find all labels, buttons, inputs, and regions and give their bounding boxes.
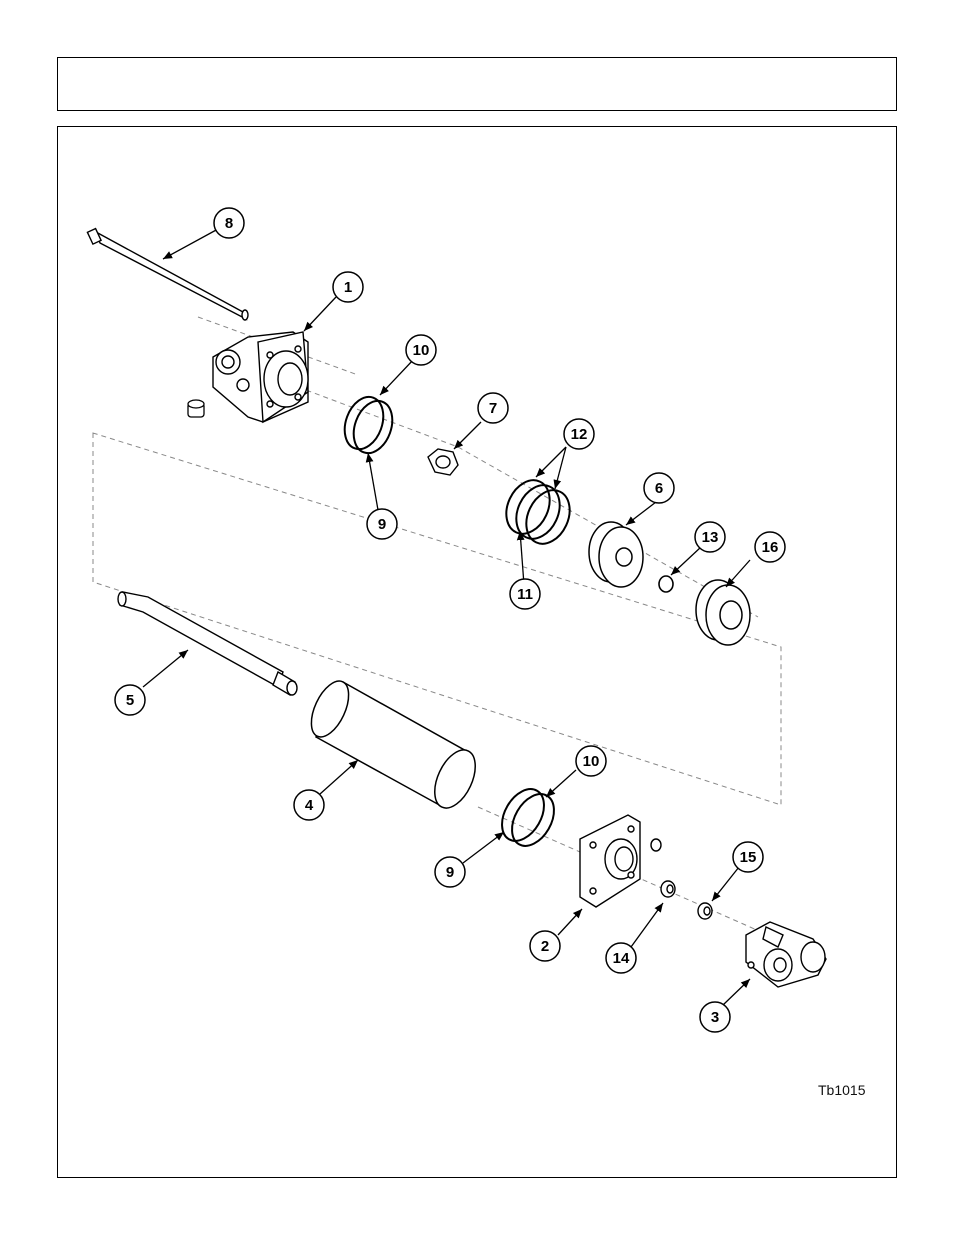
callout-9-upper: 9 <box>367 509 397 539</box>
header-box <box>57 57 897 111</box>
callout-label: 9 <box>446 864 454 881</box>
callout-10-upper: 10 <box>406 335 436 365</box>
callout-1: 1 <box>333 272 363 302</box>
exploded-cylinder-diagram: 8 1 10 9 7 12 11 6 13 16 5 4 <box>58 127 898 1179</box>
seal-ring-upper <box>338 391 399 458</box>
callout-3: 3 <box>700 1002 730 1032</box>
fitting-part <box>188 400 204 417</box>
o-ring-part <box>659 576 673 592</box>
callout-label: 14 <box>613 950 630 967</box>
clevis-part <box>746 922 826 987</box>
callout-13: 13 <box>695 522 725 552</box>
callout-15: 15 <box>733 842 763 872</box>
callout-label: 9 <box>378 516 386 533</box>
callout-6: 6 <box>644 473 674 503</box>
piston-rings <box>498 473 578 551</box>
callout-label: 2 <box>541 938 549 955</box>
callout-label: 4 <box>305 797 314 814</box>
callout-label: 10 <box>583 753 600 770</box>
callout-label: 15 <box>740 849 757 866</box>
wear-ring-part <box>696 580 750 645</box>
callout-12: 12 <box>564 419 594 449</box>
callout-label: 8 <box>225 215 233 232</box>
piston-rod-part <box>118 592 297 695</box>
callout-14: 14 <box>606 943 636 973</box>
callout-16: 16 <box>755 532 785 562</box>
rod-end-part <box>580 815 661 907</box>
callout-label: 16 <box>762 539 779 556</box>
callout-label: 12 <box>571 426 588 443</box>
bushing-part <box>661 881 712 919</box>
callout-label: 10 <box>413 342 430 359</box>
callout-9-lower: 9 <box>435 857 465 887</box>
callout-label: 3 <box>711 1009 719 1026</box>
callout-label: 13 <box>702 529 719 546</box>
cap-end-part <box>213 332 308 422</box>
parts-diagram-frame: 8 1 10 9 7 12 11 6 13 16 5 4 <box>57 126 897 1178</box>
seal-ring-lower <box>493 782 562 853</box>
callout-5: 5 <box>115 685 145 715</box>
callout-label: 7 <box>489 400 497 417</box>
callout-label: 11 <box>517 586 533 603</box>
nut-part <box>428 449 458 475</box>
piston-part <box>589 522 643 587</box>
tie-rod-part <box>87 229 248 320</box>
drawing-code: Tb1015 <box>818 1082 865 1098</box>
callout-label: 5 <box>126 692 134 709</box>
barrel-part <box>304 675 484 814</box>
callout-11: 11 <box>510 579 540 609</box>
callout-2: 2 <box>530 931 560 961</box>
callout-4: 4 <box>294 790 324 820</box>
callout-label: 6 <box>655 480 663 497</box>
callout-10-lower: 10 <box>576 746 606 776</box>
callout-8: 8 <box>214 208 244 238</box>
callout-label: 1 <box>344 279 352 296</box>
callout-7: 7 <box>478 393 508 423</box>
